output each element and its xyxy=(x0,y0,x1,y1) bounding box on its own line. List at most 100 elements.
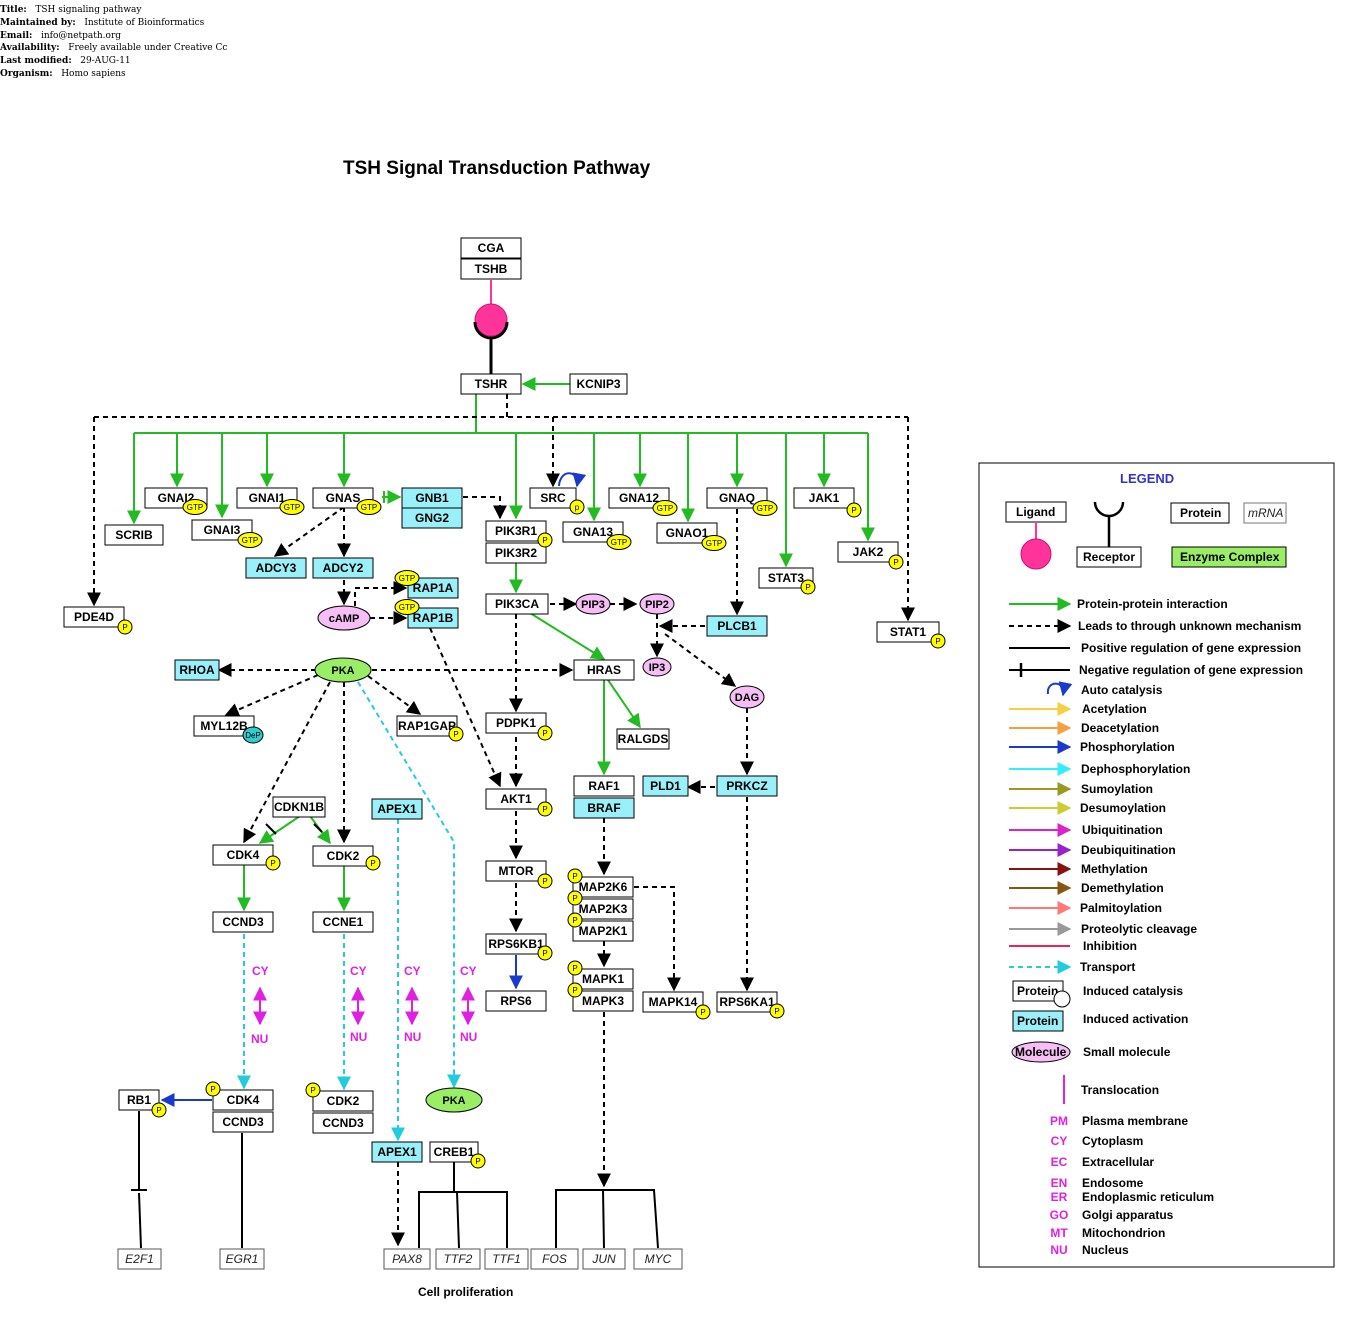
protein-map2k6-label: MAP2K6 xyxy=(579,880,628,894)
protein-rap1gap[interactable]: RAP1GAP xyxy=(396,715,458,737)
protein-pld1[interactable]: PLD1 xyxy=(642,775,689,797)
molecule-pip3[interactable]: PIP3 xyxy=(575,593,611,615)
badge-gtp-shape xyxy=(701,535,727,551)
protein-cdk2-2[interactable]: CDK2 xyxy=(312,1090,374,1112)
protein-rps6[interactable]: RPS6 xyxy=(485,990,547,1012)
molecule-pka[interactable]: PKA xyxy=(314,657,372,683)
molecule-pka-shape xyxy=(314,657,372,683)
location-labels: CY NU CY NU CY NU CY NU xyxy=(251,964,477,1046)
molecule-pka-2[interactable]: PKA xyxy=(425,1087,483,1113)
protein-mapk3[interactable]: MAPK3 xyxy=(572,990,634,1012)
protein-ccne1[interactable]: CCNE1 xyxy=(312,911,374,933)
protein-stat1[interactable]: STAT1 xyxy=(876,621,940,643)
protein-gnaq[interactable]: GNAQ xyxy=(706,487,768,509)
gene-e2f1[interactable]: E2F1 xyxy=(117,1248,162,1270)
protein-apex1-box xyxy=(371,798,423,820)
molecule-camp[interactable]: cAMP xyxy=(317,605,371,631)
gene-egr1[interactable]: EGR1 xyxy=(219,1248,265,1270)
protein-mapk14[interactable]: MAPK14 xyxy=(642,991,704,1013)
protein-gnai3[interactable]: GNAI3 xyxy=(191,519,253,541)
protein-gnb1[interactable]: GNB1 xyxy=(401,487,463,509)
protein-pik3ca[interactable]: PIK3CA xyxy=(485,593,549,615)
protein-cga[interactable]: CGA xyxy=(460,237,522,259)
molecule-ip3[interactable]: IP3 xyxy=(642,657,672,677)
badge-gtp-label: GTP xyxy=(757,504,773,513)
protein-prkcz[interactable]: PRKCZ xyxy=(716,775,778,797)
protein-rap1a[interactable]: RAP1A xyxy=(407,577,459,599)
tick-cdk2 xyxy=(313,823,323,833)
protein-cdk4-2-label: CDK4 xyxy=(227,1093,260,1107)
protein-gna12[interactable]: GNA12 xyxy=(608,487,670,509)
protein-kcnip3[interactable]: KCNIP3 xyxy=(569,373,628,395)
protein-gna13[interactable]: GNA13 xyxy=(562,521,624,543)
loc-cy-4: CY xyxy=(460,964,477,978)
protein-cdkn1b-label: CDKN1B xyxy=(274,800,324,814)
protein-map2k3[interactable]: MAP2K3 xyxy=(572,898,634,920)
protein-adcy3[interactable]: ADCY3 xyxy=(245,557,307,579)
protein-src[interactable]: SRC xyxy=(529,487,577,509)
protein-raf1[interactable]: RAF1 xyxy=(573,775,635,797)
gene-ttf2[interactable]: TTF2 xyxy=(435,1248,481,1270)
protein-gng2[interactable]: GNG2 xyxy=(401,507,463,529)
protein-rps6ka1[interactable]: RPS6KA1 xyxy=(716,991,778,1013)
molecule-dag[interactable]: DAG xyxy=(729,685,765,709)
protein-tshb[interactable]: TSHB xyxy=(460,258,522,280)
gene-ttf1[interactable]: TTF1 xyxy=(484,1248,529,1270)
protein-pik3r1[interactable]: PIK3R1 xyxy=(485,520,547,542)
protein-map2k6[interactable]: MAP2K6 xyxy=(572,876,634,898)
protein-cdkn1b[interactable]: CDKN1B xyxy=(272,796,326,818)
protein-rhoa[interactable]: RHOA xyxy=(174,659,220,681)
protein-pik3r2[interactable]: PIK3R2 xyxy=(485,542,547,564)
protein-ccnd3[interactable]: CCND3 xyxy=(212,911,274,933)
protein-pde4d[interactable]: PDE4D xyxy=(63,606,125,628)
protein-ralgds[interactable]: RALGDS xyxy=(616,728,670,750)
protein-rap1b-box xyxy=(407,607,459,629)
protein-pdpk1[interactable]: PDPK1 xyxy=(485,712,547,734)
protein-gng2-box xyxy=(401,507,463,529)
edges xyxy=(87,280,915,1249)
gene-jun[interactable]: JUN xyxy=(582,1248,626,1270)
mapk3-jun xyxy=(602,1189,605,1249)
protein-akt1[interactable]: AKT1 xyxy=(485,788,547,810)
protein-mtor[interactable]: MTOR xyxy=(485,860,547,882)
protein-adcy2[interactable]: ADCY2 xyxy=(312,557,374,579)
badge-p-33: P xyxy=(305,1082,321,1098)
protein-mapk1[interactable]: MAPK1 xyxy=(572,968,634,990)
badge-p-label: P xyxy=(210,1085,215,1094)
protein-cdk4[interactable]: CDK4 xyxy=(212,844,274,866)
protein-scrib[interactable]: SCRIB xyxy=(104,524,164,546)
protein-tshr[interactable]: TSHR xyxy=(460,373,522,395)
protein-gnao1[interactable]: GNAO1 xyxy=(656,522,718,544)
loc-nu-3: NU xyxy=(404,1030,421,1044)
protein-plcb1[interactable]: PLCB1 xyxy=(706,615,768,637)
protein-gnas[interactable]: GNAS xyxy=(312,487,374,509)
protein-map2k1[interactable]: MAP2K1 xyxy=(572,920,634,942)
protein-apex1-2[interactable]: APEX1 xyxy=(371,1141,423,1163)
gene-myc[interactable]: MYC xyxy=(633,1248,683,1270)
protein-ccnd3-2[interactable]: CCND3 xyxy=(212,1111,274,1133)
protein-jak1[interactable]: JAK1 xyxy=(793,487,855,509)
protein-rap1b[interactable]: RAP1B xyxy=(407,607,459,629)
gene-fos[interactable]: FOS xyxy=(530,1248,579,1270)
protein-stat3[interactable]: STAT3 xyxy=(758,567,814,589)
protein-rps6kb1[interactable]: RPS6KB1 xyxy=(485,933,547,955)
molecule-pip2[interactable]: PIP2 xyxy=(639,593,675,615)
protein-jak2[interactable]: JAK2 xyxy=(837,541,899,563)
protein-rb1[interactable]: RB1 xyxy=(118,1089,160,1111)
protein-myl12b[interactable]: MYL12B xyxy=(193,715,255,737)
protein-cdk4-2[interactable]: CDK4 xyxy=(212,1089,274,1111)
protein-apex1[interactable]: APEX1 xyxy=(371,798,423,820)
meta-maintained-row: Maintained by: Institute of Bioinformati… xyxy=(0,17,227,30)
protein-creb1[interactable]: CREB1 xyxy=(429,1141,479,1163)
protein-ccnd3-3[interactable]: CCND3 xyxy=(312,1112,374,1134)
legend-induced-activation-protein: Protein xyxy=(1017,1014,1058,1028)
tick-cdk4 xyxy=(265,823,277,835)
edge-pik3ca-hras xyxy=(529,612,606,660)
gene-pax8[interactable]: PAX8 xyxy=(383,1248,431,1270)
protein-cdk2[interactable]: CDK2 xyxy=(312,845,374,867)
protein-braf[interactable]: BRAF xyxy=(573,797,635,819)
legend-ligand-circle xyxy=(1020,538,1052,570)
meta-organism-value: Homo sapiens xyxy=(61,68,126,79)
protein-hras[interactable]: HRAS xyxy=(573,659,635,681)
